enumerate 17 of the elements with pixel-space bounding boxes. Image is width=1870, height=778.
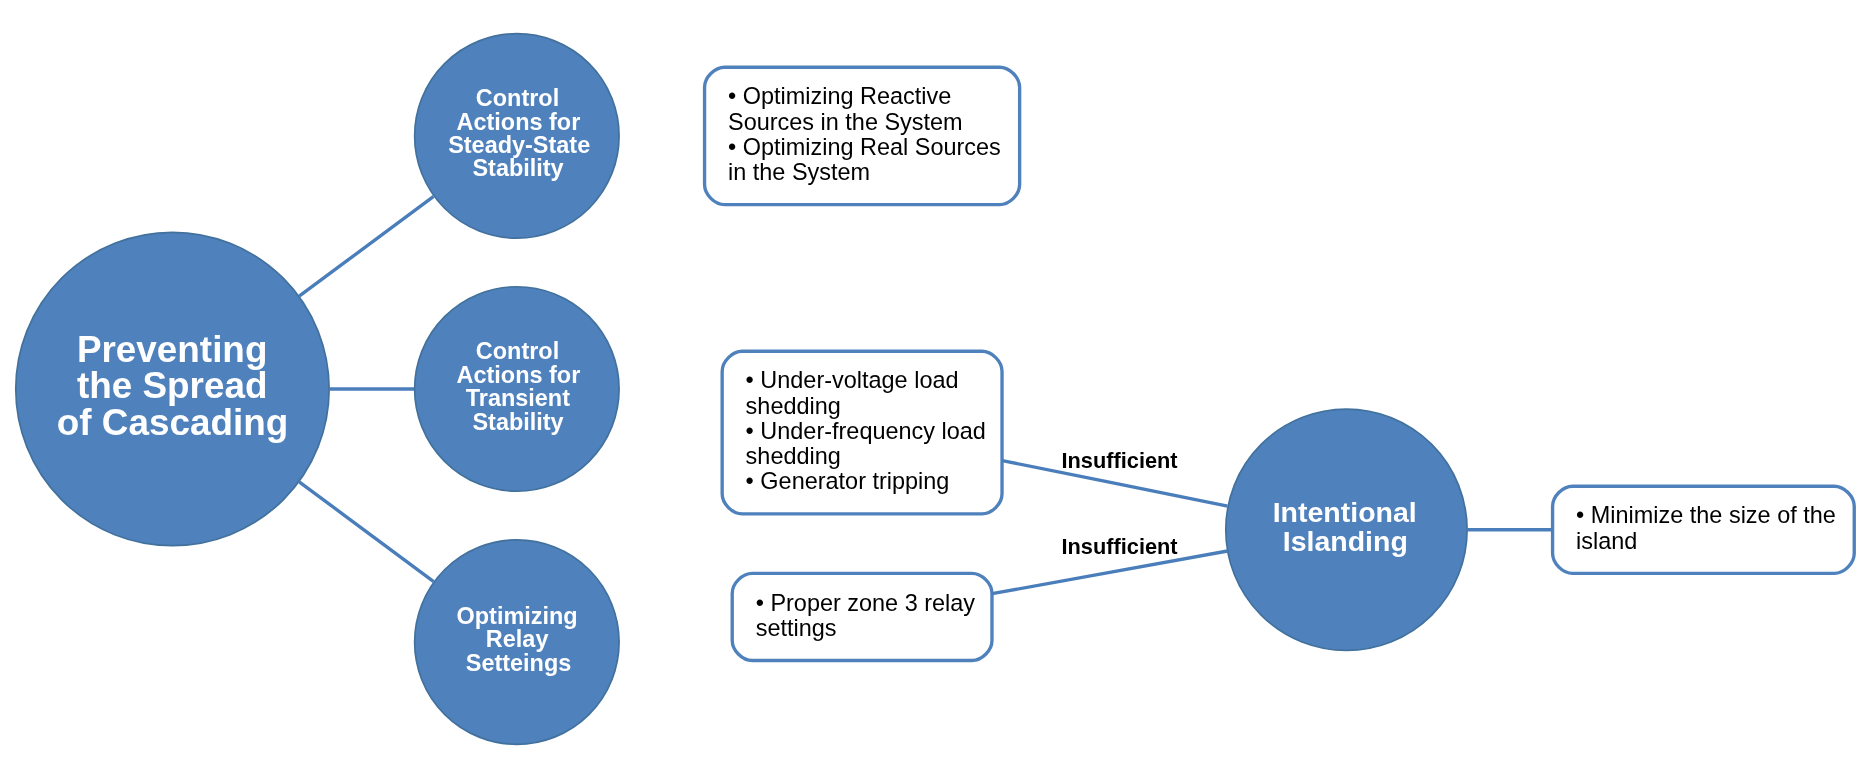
node-circle: Intentional Islanding <box>1224 408 1468 652</box>
node-box: • Proper zone 3 relay settings <box>730 571 994 663</box>
node-box: • Optimizing Reactive Sources in the System • Optimizing Real Sources in the System <box>702 65 1022 207</box>
node-box: • Under-voltage load shedding • Under-frequency load shedding • Generator tripping <box>720 349 1004 516</box>
node-circle: Optimizing Relay Setteings <box>413 539 620 746</box>
node-box: • Minimize the size of the island <box>1550 484 1856 576</box>
connector <box>298 480 435 583</box>
edge-label: Insufficient <box>1061 448 1178 474</box>
node-circle: Preventing the Spread of Cascading <box>14 231 330 547</box>
connector <box>1001 458 1228 508</box>
connector <box>298 195 435 298</box>
node-circle: Control Actions for Steady-State Stability <box>413 32 620 239</box>
edge-label: Insufficient <box>1061 533 1178 559</box>
node-circle: Control Actions for Transient Stability <box>413 285 620 493</box>
connector <box>1467 528 1553 532</box>
connector <box>991 549 1228 596</box>
connector <box>329 387 415 391</box>
